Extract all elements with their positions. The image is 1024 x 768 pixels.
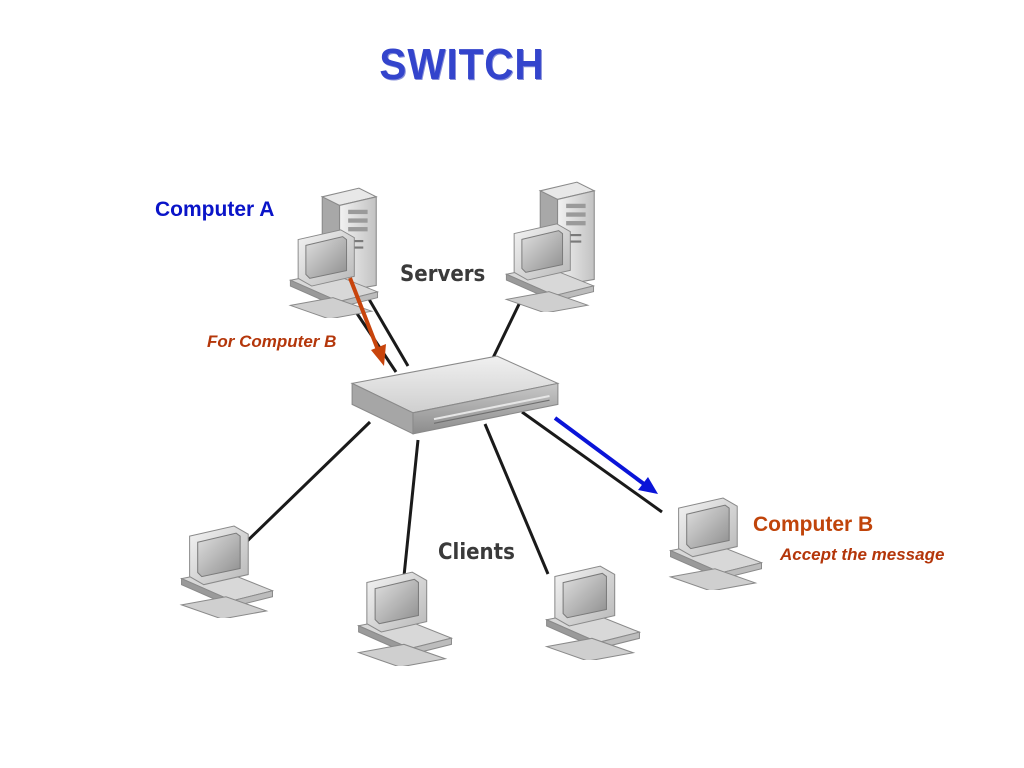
message-destination-note: For Computer B <box>207 332 337 351</box>
cable-computer-a-2 <box>364 293 410 367</box>
cable-client-1 <box>238 420 372 550</box>
network-switch-icon <box>350 354 560 435</box>
page-title: SWITCH <box>379 40 545 89</box>
server-2 <box>505 181 595 312</box>
server-computer-a <box>289 187 379 318</box>
cable-computer-b <box>521 410 663 514</box>
clients-group-label: Clients <box>438 540 515 565</box>
servers-group-label: Servers <box>400 262 486 287</box>
client-1 <box>180 525 274 618</box>
accept-message-note: Accept the message <box>780 545 945 564</box>
cable-client-3 <box>483 423 550 575</box>
cable-client-2 <box>402 439 420 577</box>
computer-b-label: Computer B <box>753 513 874 536</box>
cable-server <box>490 297 524 361</box>
computer-a-label: Computer A <box>155 198 275 221</box>
network-cables <box>238 293 663 577</box>
client-3 <box>546 565 641 660</box>
incoming-message-arrow <box>553 416 658 494</box>
computer-b-workstation <box>669 497 763 590</box>
client-2 <box>358 571 453 666</box>
outgoing-message-arrow <box>348 277 386 366</box>
